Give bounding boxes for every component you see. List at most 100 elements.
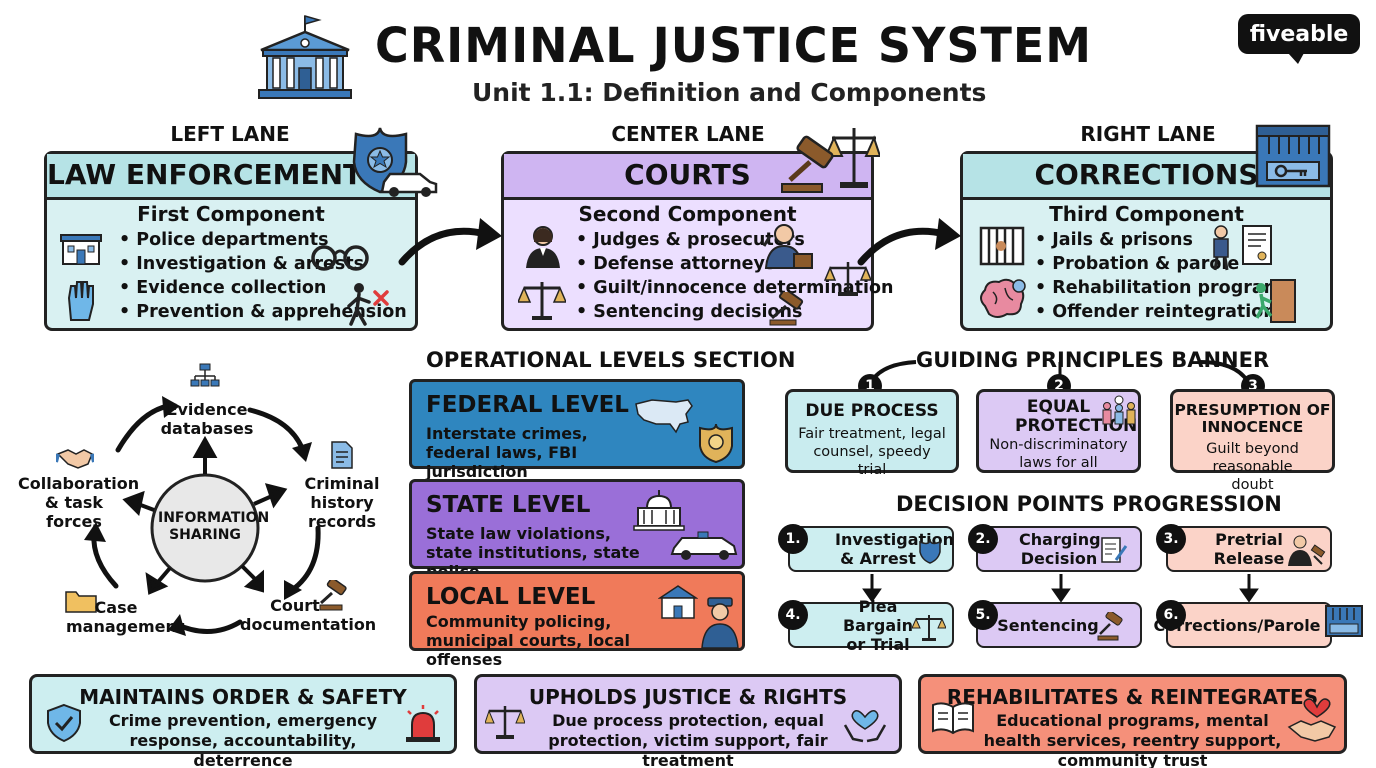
document-icon xyxy=(330,440,354,474)
brain-gear-icon xyxy=(977,276,1027,324)
usa-map-icon xyxy=(632,394,696,438)
lane-label-left: LEFT LANE xyxy=(170,122,290,146)
guiding-principles-title: GUIDING PRINCIPLES BANNER xyxy=(916,348,1270,372)
list-item: Judges & prosecutors xyxy=(576,228,893,252)
list-item: Probation & parole xyxy=(1035,252,1292,276)
courts-component: Second Component xyxy=(578,202,797,226)
step-charging-decision: Charging Decision xyxy=(976,526,1142,572)
glove-icon xyxy=(63,278,99,326)
exit-door-icon xyxy=(1253,278,1299,330)
step-corrections-parole: Corrections/Parole xyxy=(1153,602,1332,648)
corrections-panel: CORRECTIONS Third Component Jails & pris… xyxy=(960,151,1333,331)
maintains-order-desc: Crime prevention, emergency response, ac… xyxy=(108,711,378,768)
badge-icon xyxy=(918,538,942,568)
police-officer-icon xyxy=(700,596,740,652)
upholds-justice-desc: Due process protection, equal protection… xyxy=(548,711,828,768)
local-level-card: LOCAL LEVEL Community policing, municipa… xyxy=(409,571,745,669)
step-pretrial-release: Pretrial Release xyxy=(1166,526,1332,572)
prison-key-icon xyxy=(1255,124,1331,192)
local-level-desc: Community policing, municipal courts, lo… xyxy=(426,612,631,669)
siren-icon xyxy=(402,703,444,747)
step-down-arrows xyxy=(862,574,1259,602)
list-item: Guilt/innocence determination xyxy=(576,276,893,300)
decision-points-title: DECISION POINTS PROGRESSION xyxy=(896,492,1282,516)
gavel-icon xyxy=(316,577,352,616)
courthouse-icon xyxy=(255,14,355,104)
gavel-scales-icon xyxy=(780,122,882,202)
list-item: Investigation & arrests xyxy=(119,252,407,276)
judge-gavel-icon xyxy=(1286,534,1326,572)
step-sentencing: Sentencing xyxy=(976,602,1142,648)
scales-step-icon xyxy=(911,612,947,646)
node-court-documentation: Court documentation xyxy=(240,596,377,634)
fbi-badge-icon xyxy=(696,422,736,468)
book-icon xyxy=(931,699,975,739)
arrow-to-corrections xyxy=(857,218,961,266)
list-item: Evidence collection xyxy=(119,276,407,300)
document-pen-icon xyxy=(1100,536,1128,570)
hands-heart-icon xyxy=(843,701,887,747)
police-station-icon xyxy=(59,230,103,270)
folder-icon xyxy=(64,588,98,618)
operational-levels-title: OPERATIONAL LEVELS SECTION xyxy=(426,348,796,372)
scales-small-icon xyxy=(823,258,873,302)
list-item: Police departments xyxy=(119,228,407,252)
node-criminal-history: Criminal history records xyxy=(304,474,380,531)
state-level-card: STATE LEVEL State law violations, state … xyxy=(409,479,745,581)
federal-level-desc: Interstate crimes, federal laws, FBI jur… xyxy=(426,424,588,481)
jail-cell-icon xyxy=(979,226,1025,270)
due-process-card: DUE PROCESS Fair treatment, legal counse… xyxy=(785,389,959,478)
step-number-4: 4. xyxy=(778,600,808,630)
gavel-small-icon xyxy=(766,288,808,330)
step-label: Plea Bargain or Trial xyxy=(842,596,913,654)
federal-level-title: FEDERAL LEVEL xyxy=(426,392,629,418)
step-label: Corrections/Parole xyxy=(1153,615,1321,635)
shield-check-icon xyxy=(46,703,82,747)
info-sharing-center: INFORMATION SHARING xyxy=(158,510,270,543)
due-process-title: DUE PROCESS xyxy=(805,401,939,421)
rehabilitates-desc: Educational programs, mental health serv… xyxy=(983,711,1282,768)
info-sharing-diagram xyxy=(84,396,321,636)
lane-label-right: RIGHT LANE xyxy=(1080,122,1216,146)
equal-protection-card: EQUAL PROTECTION Non-discriminatory laws… xyxy=(976,389,1141,473)
lane-label-center: CENTER LANE xyxy=(611,122,765,146)
local-level-title: LOCAL LEVEL xyxy=(426,584,596,610)
capitol-icon xyxy=(632,488,686,536)
list-item: Offender reintegration xyxy=(1035,300,1292,324)
maintains-order-title: MAINTAINS ORDER & SAFETY xyxy=(79,685,407,709)
officer-document-icon xyxy=(1209,224,1277,276)
page-subtitle: Unit 1.1: Definition and Components xyxy=(472,78,987,107)
step-number-2: 2. xyxy=(968,524,998,554)
step-number-3: 3. xyxy=(1156,524,1186,554)
heart-handshake-icon xyxy=(1287,693,1337,749)
arrow-to-courts xyxy=(398,218,502,266)
step-plea-bargain: Plea Bargain or Trial xyxy=(788,597,954,654)
step-number-6: 6. xyxy=(1156,600,1186,630)
federal-level-card: FEDERAL LEVEL Interstate crimes, federal… xyxy=(409,379,745,481)
node-case-management: Case management xyxy=(66,598,185,636)
police-car-icon xyxy=(670,526,740,566)
scales-icon xyxy=(516,278,568,326)
brand-logo: fiveable xyxy=(1238,14,1360,64)
law-enforcement-component: First Component xyxy=(137,202,325,226)
step-label: Charging Decision xyxy=(1019,530,1101,568)
presumption-title: PRESUMPTION OF INNOCENCE xyxy=(1174,401,1331,436)
upholds-justice-title: UPHOLDS JUSTICE & RIGHTS xyxy=(528,685,848,709)
arrest-figure-icon xyxy=(343,282,391,330)
node-evidence-databases: Evidence databases xyxy=(160,400,254,438)
rehabilitates-card: REHABILITATES & REINTEGRATES Educational… xyxy=(918,674,1347,768)
prison-step-icon xyxy=(1324,604,1364,642)
list-item: Defense attorneys xyxy=(576,252,893,276)
step-number-1: 1. xyxy=(778,524,808,554)
step-number-5: 5. xyxy=(968,600,998,630)
list-item: Sentencing decisions xyxy=(576,300,893,324)
judge-icon xyxy=(522,224,564,272)
town-hall-icon xyxy=(657,584,699,624)
step-label: Sentencing xyxy=(997,615,1099,635)
step-label: Pretrial Release xyxy=(1213,530,1285,568)
handshake-icon xyxy=(54,444,96,476)
corrections-component: Third Component xyxy=(1049,202,1244,226)
attorney-icon xyxy=(762,222,814,276)
due-process-desc: Fair treatment, legal counsel, speedy tr… xyxy=(798,426,946,478)
presumption-desc: Guilt beyond reasonable doubt xyxy=(1206,441,1299,493)
